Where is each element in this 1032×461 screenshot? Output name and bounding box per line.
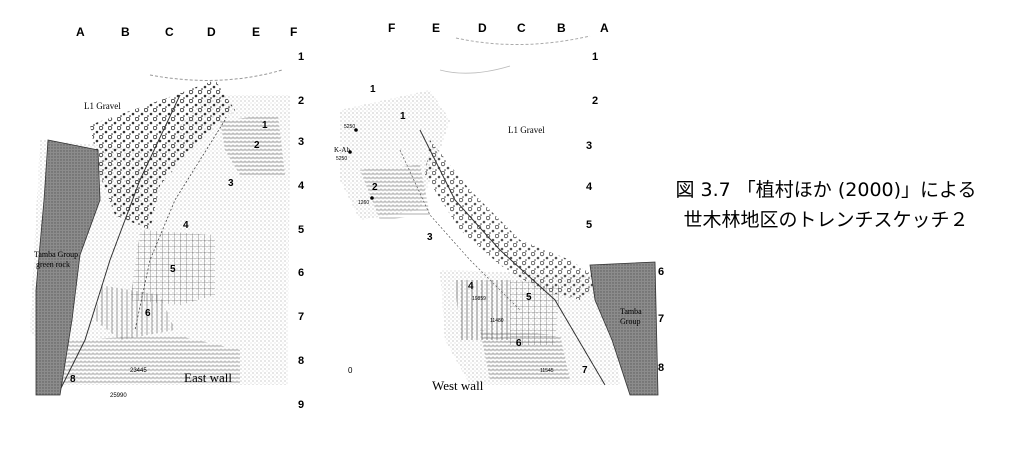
west-gravel-label: L1 Gravel (508, 125, 545, 135)
east-row-label: 5 (298, 224, 304, 236)
east-layer-label: 5 (170, 264, 176, 275)
east-unit-8 (60, 335, 240, 385)
west-unit-5 (510, 280, 560, 345)
west-column-labels: F E D C B A (388, 21, 609, 35)
east-row-label: 2 (298, 95, 304, 107)
east-unit-6 (95, 285, 175, 340)
west-col-label: E (432, 21, 440, 35)
west-rock-label-1: Tamba (620, 307, 642, 316)
east-row-label: 7 (298, 311, 304, 323)
west-layer-label: 4 (468, 281, 474, 292)
west-col-label: C (517, 21, 526, 35)
west-fault-line-1 (419, 129, 606, 386)
west-scale-zero: 0 (348, 366, 353, 375)
west-sample-dot (370, 196, 374, 200)
west-row-label: 8 (658, 362, 664, 374)
east-col-label: A (76, 25, 85, 39)
east-unit-5 (130, 230, 215, 305)
east-row-label: 3 (298, 136, 304, 148)
east-layer-labels: 1 2 3 4 5 6 8 (70, 120, 268, 385)
west-unit-4 (455, 280, 510, 340)
east-col-label: D (207, 25, 216, 39)
east-row-label: 9 (298, 399, 304, 411)
west-row-labels: 1 2 3 4 5 6 7 8 (586, 51, 664, 374)
figure-caption: 図 3.7 「植村ほか (2000)」による 世木林地区のトレンチスケッチ２ (636, 175, 1016, 235)
west-tamba-group (589, 261, 659, 396)
west-row-label: 2 (592, 95, 598, 107)
east-layer-label: 4 (183, 220, 189, 231)
west-sample-dot (354, 128, 358, 132)
east-row-labels: 1 2 3 4 5 6 7 8 9 (298, 51, 305, 411)
west-row-label: 3 (586, 140, 592, 152)
west-col-label: D (478, 21, 487, 35)
east-col-label: B (121, 25, 130, 39)
east-row-label: 1 (298, 51, 304, 63)
east-col-label: F (290, 25, 297, 39)
west-layer-label: 6 (516, 338, 522, 349)
west-ash-label: K-Ah (334, 146, 350, 154)
east-rock-label-1: Tamba Group (34, 250, 78, 259)
west-top-curve (439, 65, 511, 74)
east-col-label: C (165, 25, 174, 39)
east-row-label: 8 (298, 355, 304, 367)
west-sample-label: 11480 (490, 318, 504, 324)
east-wall-title: East wall (184, 370, 232, 385)
west-row-label: 6 (658, 266, 664, 278)
east-sample-label: 25990 (110, 393, 127, 399)
east-wall-sketch (30, 69, 290, 396)
west-gravel-band (425, 140, 600, 300)
west-layer-label: 2 (372, 182, 378, 193)
west-layer-label: 7 (582, 365, 588, 376)
east-gravel-label: L1 Gravel (84, 101, 121, 111)
west-sample-label: 5250 (336, 156, 347, 162)
west-wall-sketch (340, 35, 659, 396)
west-rock-label-2: Group (620, 317, 640, 326)
west-layer-label: 1 (370, 84, 376, 95)
west-row-label: 1 (592, 51, 598, 63)
east-row-label: 4 (298, 180, 305, 192)
east-layer-label: 8 (70, 374, 76, 385)
west-sample-label: 1260 (358, 200, 369, 206)
east-tamba-green-rock (35, 139, 101, 396)
east-layer-label: 6 (145, 308, 151, 319)
east-top-arc (149, 69, 283, 81)
west-sample-label: 11545 (540, 368, 554, 374)
caption-line-2: 世木林地区のトレンチスケッチ２ (683, 209, 969, 231)
west-wall-title: West wall (432, 378, 484, 393)
east-col-label: E (252, 25, 260, 39)
west-unit-2 (360, 165, 430, 220)
west-row-label: 5 (586, 219, 592, 231)
west-row-label: 4 (586, 181, 593, 193)
east-row-label: 6 (298, 267, 304, 279)
east-gravel-band (90, 80, 235, 230)
west-unit-6 (480, 330, 570, 380)
caption-line-1: 図 3.7 「植村ほか (2000)」による (675, 179, 977, 201)
west-layer-labels: 1 1 2 3 4 5 6 7 (370, 84, 588, 376)
west-col-label: B (557, 21, 566, 35)
west-col-label: F (388, 21, 395, 35)
west-sample-dot (348, 150, 352, 154)
west-sample-label: 5250 (344, 124, 355, 130)
east-fault-line-1 (59, 94, 181, 391)
east-column-labels: A B C D E F (76, 25, 297, 39)
west-layer-label: 3 (427, 232, 433, 243)
west-sample-label: 19859 (472, 296, 486, 302)
east-unit-2 (220, 115, 285, 175)
west-layer-label: 1 (400, 111, 406, 122)
west-row-label: 7 (658, 313, 664, 325)
west-top-arc (455, 35, 591, 45)
east-sample-label: 23445 (130, 368, 147, 374)
east-layer-label: 1 (262, 120, 268, 131)
west-layer-label: 5 (526, 292, 532, 303)
west-fault-line-2 (399, 149, 521, 311)
east-layer-label: 3 (228, 178, 234, 189)
west-col-label: A (600, 21, 609, 35)
east-rock-label-2: green rock (36, 260, 70, 269)
east-layer-label: 2 (254, 140, 260, 151)
